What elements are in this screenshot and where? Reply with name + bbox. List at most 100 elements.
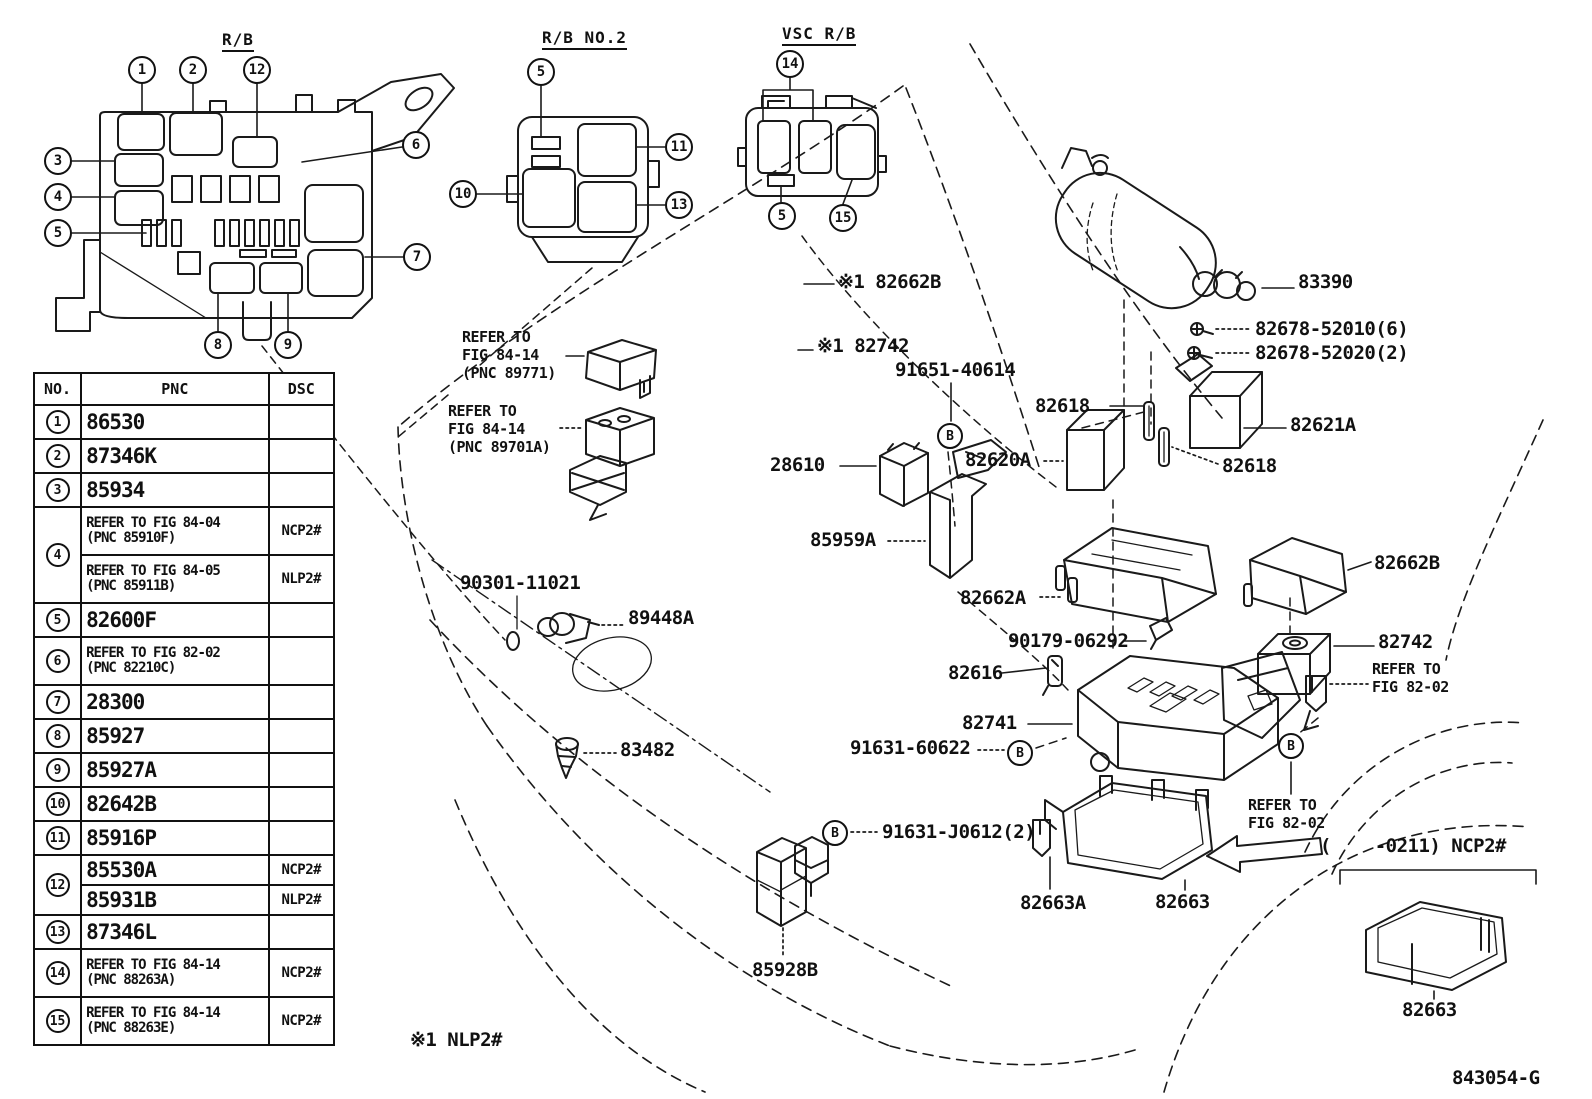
table-row: 5 82600F: [32, 602, 336, 638]
callout-9: 9: [274, 331, 302, 359]
pnc-fig-ref: REFER TO FIG 84-04(PNC 85910F): [86, 515, 221, 546]
part-82621a-ecu-shape: [1175, 353, 1263, 449]
dsc-cell: [267, 636, 336, 686]
pnc-cell: 85916P: [80, 820, 270, 856]
label-91651-40614: 91651-40614: [895, 359, 1016, 381]
label-82678-52020: 82678-52020(2): [1255, 342, 1409, 364]
parts-table: NO. PNC DSC 1 86530 2 87346K 3 85934 4 R…: [32, 372, 336, 1046]
part-refer-clip-shape: [1303, 675, 1327, 731]
bolt-marker-b1: B: [937, 423, 963, 449]
row-number-badge: 1: [45, 410, 70, 434]
label-28610: 28610: [770, 454, 825, 476]
label-90301-11021: 90301-11021: [460, 572, 581, 594]
rb-no2-art: [476, 85, 666, 263]
pnc-cell: 82600F: [80, 602, 270, 638]
part-82616-clip-shape: [1042, 655, 1063, 696]
part-89771-cover-shape: [585, 339, 657, 399]
dsc-cell: [267, 786, 336, 822]
part-82662b-cover-shape: [1243, 537, 1347, 615]
table-row: 6 REFER TO FIG 82-02(PNC 82210C): [32, 636, 336, 686]
pnc-fig-ref: REFER TO FIG 82-02(PNC 82210C): [86, 645, 221, 676]
pnc-fig-ref: REFER TO FIG 84-14(PNC 88263E): [86, 1005, 221, 1036]
label-refer-fig84-14-89701a: REFER TO FIG 84-14 (PNC 89701A): [448, 402, 551, 456]
pnc-fig-ref: REFER TO FIG 84-05(PNC 85911B): [86, 563, 221, 594]
dsc-cell: NCP2#: [267, 854, 336, 886]
callout-1: 1: [128, 56, 156, 84]
col-header-no: NO.: [32, 372, 83, 406]
row-number-badge: 4: [45, 543, 70, 567]
label-82742: 82742: [1378, 631, 1433, 653]
callout-12: 12: [243, 56, 271, 84]
callout-11: 11: [665, 133, 693, 161]
callout-14: 14: [776, 50, 804, 78]
label-range-note: ( -0211) NCP2#: [1320, 835, 1506, 857]
pnc-cell: 85934: [80, 472, 270, 508]
label-82620a: 82620A: [965, 449, 1031, 471]
label-footnote: ※1 NLP2#: [410, 1029, 503, 1051]
callout-15: 15: [829, 204, 857, 232]
table-row: 14 REFER TO FIG 84-14(PNC 88263A) NCP2#: [32, 948, 336, 998]
part-28610-relay-shape: [879, 442, 929, 507]
part-82742-relay-shape: [1257, 633, 1331, 695]
col-header-dsc: DSC: [267, 372, 336, 406]
table-row: 11 85916P: [32, 820, 336, 856]
vsc-rb-art: [737, 77, 887, 205]
dsc-cell: [267, 472, 336, 508]
row-number-badge: 5: [45, 608, 70, 632]
row-number-badge: 7: [45, 690, 70, 714]
dsc-cell: [267, 438, 336, 474]
dsc-cell: NCP2#: [267, 506, 336, 556]
label-82662a: 82662A: [960, 587, 1026, 609]
dsc-cell: [267, 820, 336, 856]
part-82741-block-shape: [1077, 655, 1279, 781]
callout-5b: 5: [527, 58, 555, 86]
pnc-cell: 85927A: [80, 752, 270, 788]
row-number-badge: 10: [45, 792, 70, 816]
callout-5c: 5: [768, 202, 796, 230]
part-82620a-ecu-shape: [1066, 409, 1125, 491]
row-number-badge: 3: [45, 478, 70, 502]
label-82662b-top: ※1 82662B: [838, 271, 941, 293]
part-canister-shape: [1054, 147, 1218, 310]
table-row: 7 28300: [32, 684, 336, 720]
row-number-badge: 11: [45, 826, 70, 850]
part-82663br-cover-shape: [1365, 901, 1507, 991]
label-89448a: 89448A: [628, 607, 694, 629]
label-91631-60622: 91631-60622: [850, 737, 971, 759]
dsc-cell: [267, 718, 336, 754]
bolt-marker-b3: B: [1278, 733, 1304, 759]
row-number-badge: 13: [45, 920, 70, 944]
table-row: 13 87346L: [32, 914, 336, 950]
table-row: 3 85934: [32, 472, 336, 508]
label-90179-06292: 90179-06292: [1008, 630, 1129, 652]
dsc-cell: NLP2#: [267, 554, 336, 604]
label-82663a: 82663A: [1020, 892, 1086, 914]
part-89701a-relay-shape: [569, 407, 655, 521]
part-82618-clips-shape: [1143, 401, 1170, 467]
pnc-cell: 82642B: [80, 786, 270, 822]
vsc-rb-title: VSC R/B: [782, 24, 857, 46]
connector-lines: [261, 235, 1319, 749]
bolt-marker-b4: B: [822, 820, 848, 846]
table-header-row: NO. PNC DSC: [32, 372, 336, 406]
dsc-cell: [267, 404, 336, 440]
row-number-badge: 12: [45, 873, 70, 897]
table-row: 12 85530A NCP2#: [32, 854, 336, 916]
callout-4: 4: [44, 183, 72, 211]
label-83390: 83390: [1298, 271, 1353, 293]
label-drawing-code: 843054-G: [1452, 1067, 1540, 1089]
part-85928b-relay-shape: [756, 836, 829, 927]
row-number-badge: 8: [45, 724, 70, 748]
part-85959a-bracket-shape: [929, 439, 1007, 579]
dsc-cell: [267, 684, 336, 720]
callout-13: 13: [665, 191, 693, 219]
pnc-cell: 87346L: [80, 914, 270, 950]
pnc-cell: 85530A: [80, 854, 270, 886]
dsc-cell: NCP2#: [267, 948, 336, 998]
range-bracket: [1339, 869, 1537, 885]
label-82678-52010: 82678-52010(6): [1255, 318, 1409, 340]
dsc-cell: NLP2#: [267, 884, 336, 916]
part-open-lid-shape: [1221, 651, 1301, 739]
rb-box-art: [55, 73, 455, 341]
